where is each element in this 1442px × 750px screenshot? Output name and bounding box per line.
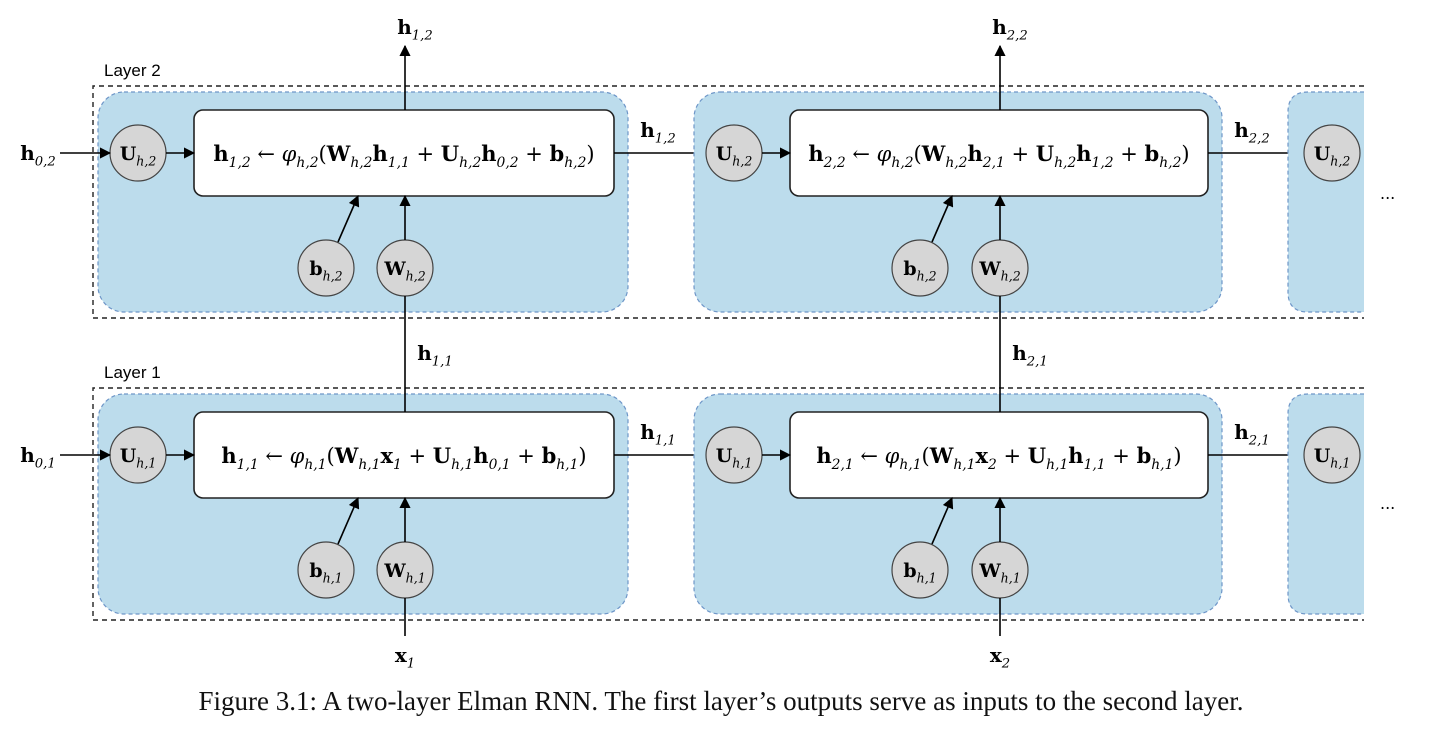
layer1-cell-1-b-node — [297, 541, 355, 599]
layer1-label: Layer 1 — [104, 363, 161, 382]
layer2-cell-1-output-label: h1,2​ — [397, 15, 433, 44]
layer2-cell-2-output-label: h2,2​ — [992, 15, 1028, 44]
layer2-cell-2-state-label: h2,2​ — [1234, 118, 1270, 147]
diagram-canvas: Layer 2 h1,2​ ← φh,2​(Wh,2​h1,1​ + Uh,2​h… — [20, 15, 1395, 672]
layer2-label: Layer 2 — [104, 61, 161, 80]
layer1-cell-1-equation: h1,1​ ← φh,1​(Wh,1​x1​ + Uh,1​h0,1​ + bh… — [221, 443, 586, 473]
layer2-cell-2-u-node-label: Uh,2​ — [716, 143, 753, 168]
layer2-cell-2-b-node-label: bh,2​ — [903, 258, 936, 283]
layer2-cell-2-b-arrow — [931, 194, 954, 243]
layer1-cell-2-u-node-label: Uh,1​ — [716, 445, 753, 470]
layer2-cell-1-b-arrow — [337, 194, 360, 243]
layer1-cell-1-w-node-label: Wh,1​ — [383, 560, 425, 585]
layer1-frame — [92, 387, 1364, 621]
layer1-cell-1-state-label: h1,1​ — [640, 420, 676, 449]
layer2-cell-2-b-node — [891, 239, 949, 297]
layer2-cell-2-from-below-label: h2,1​ — [1012, 341, 1048, 370]
layer2-cell-1-from-below-label: h1,1​ — [417, 341, 453, 370]
layer2-next-u-node-label: Uh,2​ — [1314, 143, 1351, 168]
layer1-cell-1-u-node-label: Uh,1​ — [120, 445, 157, 470]
layer2-ellipsis: ... — [1380, 184, 1395, 203]
layer1-cell-2-w-node-label: Wh,1​ — [978, 560, 1020, 585]
layer1-next-cell — [1287, 393, 1364, 615]
layer2-cell-1-b-node — [297, 239, 355, 297]
layer1-next-u-node-label: Uh,1​ — [1314, 445, 1351, 470]
layer1-cell-1-b-node-label: bh,1​ — [309, 560, 342, 585]
layer2-cell-1-b-node-label: bh,2​ — [309, 258, 342, 283]
layer1-initial-state-label: h0,1​ — [20, 443, 56, 472]
layer2-cell-2-w-node-label: Wh,2​ — [978, 258, 1020, 283]
layer1-cell-1-input-label: x1​ — [395, 643, 415, 672]
layer1-cell-1-b-arrow — [337, 496, 360, 545]
layer1-cell-2-b-arrow — [931, 496, 954, 545]
layer2-next-u-node — [1303, 124, 1361, 182]
layer1-cell-2-b-node-label: bh,1​ — [903, 560, 936, 585]
layer1-cell-2-b-node — [891, 541, 949, 599]
layer1-next-u-node — [1303, 426, 1361, 484]
layer1-cell-2-state-label: h2,1​ — [1234, 420, 1270, 449]
layer2-cell-2-equation: h2,2​ ← φh,2​(Wh,2​h2,1​ + Uh,2​h1,2​ + … — [808, 141, 1189, 171]
layer1-cell-2-equation: h2,1​ ← φh,1​(Wh,1​x2​ + Uh,1​h1,1​ + bh… — [816, 443, 1181, 473]
layer2-initial-state-label: h0,2​ — [20, 141, 56, 170]
layer2-cell-1-equation: h1,2​ ← φh,2​(Wh,2​h1,1​ + Uh,2​h0,2​ + … — [213, 141, 594, 171]
layer2-frame — [92, 85, 1364, 319]
layer2-cell-1-w-node-label: Wh,2​ — [383, 258, 425, 283]
layer1-cell-2-input-label: x2​ — [990, 643, 1010, 672]
layer2-next-cell — [1287, 91, 1364, 313]
layer1-ellipsis: ... — [1380, 494, 1395, 513]
layer2-cell-1-u-node-label: Uh,2​ — [120, 143, 157, 168]
layer2-cell-1-state-label: h1,2​ — [640, 118, 676, 147]
figure-caption: Figure 3.1: A two-layer Elman RNN. The f… — [198, 686, 1244, 716]
